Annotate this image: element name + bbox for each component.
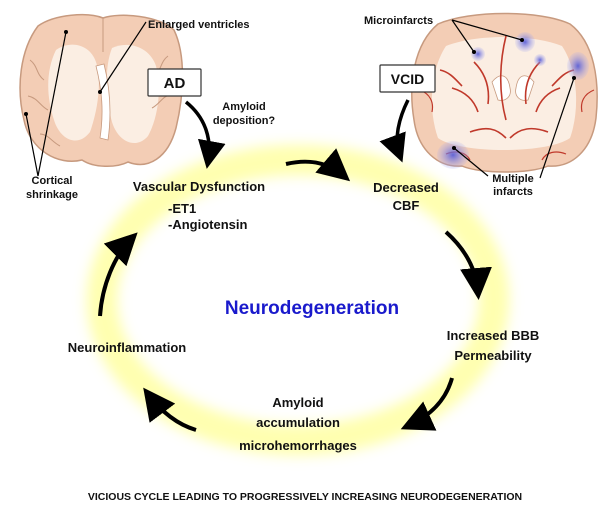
figure-caption: VICIOUS CYCLE LEADING TO PROGRESSIVELY I… (88, 491, 522, 503)
ad-badge: AD (147, 68, 202, 97)
neuroinflammation-label: Neuroinflammation (68, 340, 187, 355)
amyloid-accumulation-line3: microhemorrhages (239, 438, 357, 453)
microinfarct-lesion (471, 47, 485, 61)
decreased-cbf-line1: Decreased (373, 180, 439, 195)
amyloid-accumulation-line2: accumulation (256, 415, 340, 430)
cortical-shrinkage-label-line1: Cortical (32, 175, 73, 187)
neurodegeneration-center-title: Neurodegeneration (225, 298, 399, 319)
vcid-brain-illustration (411, 12, 598, 173)
cortical-shrinkage-label-line2: shrinkage (26, 189, 78, 201)
vascular-item-angiotensin: -Angiotensin (168, 217, 247, 232)
infarct-lesion (437, 141, 469, 169)
microinfarct-lesion (515, 32, 535, 52)
amyloid-accumulation-line1: Amyloid (272, 395, 323, 410)
multiple-infarcts-label-line1: Multiple (492, 173, 534, 185)
vcid-badge-label: VCID (391, 71, 424, 87)
amyloid-deposition-label-line1: Amyloid (222, 101, 265, 113)
microinfarcts-label: Microinfarcts (364, 15, 433, 27)
ad-brain-illustration (19, 13, 184, 167)
cycle-arrow-bbb-to-amyloid (400, 377, 454, 431)
ad-badge-label: AD (164, 75, 186, 92)
decreased-cbf-line2: CBF (393, 198, 420, 213)
brain-to-cycle-arrows (184, 99, 410, 169)
callout-dots (24, 30, 576, 150)
cycle-arrow-inflammation-to-vascular (98, 232, 138, 317)
cycle-arrow-amyloid-to-inflammation (143, 387, 197, 432)
multiple-infarcts-label-line2: infarcts (493, 186, 533, 198)
vcid-to-cbf-arrow (379, 99, 410, 163)
callout-leaders (25, 19, 575, 179)
cycle-arrows (98, 148, 492, 432)
vcid-badge: VCID (379, 64, 436, 93)
ad-to-vascular-arrow (184, 100, 226, 169)
increased-bbb-line1: Increased BBB (447, 328, 539, 343)
microinfarct-lesion (534, 54, 546, 66)
increased-bbb-line2: Permeability (454, 348, 532, 363)
amyloid-deposition-label-line2: deposition? (213, 115, 276, 127)
cycle-arrow-vascular-to-cbf (285, 148, 351, 182)
enlarged-ventricles-label: Enlarged ventricles (148, 19, 250, 31)
infarct-lesion (567, 52, 589, 80)
vascular-item-et1: -ET1 (168, 201, 196, 216)
cycle-arrow-cbf-to-bbb (444, 230, 492, 300)
vascular-dysfunction-title: Vascular Dysfunction (133, 179, 265, 194)
